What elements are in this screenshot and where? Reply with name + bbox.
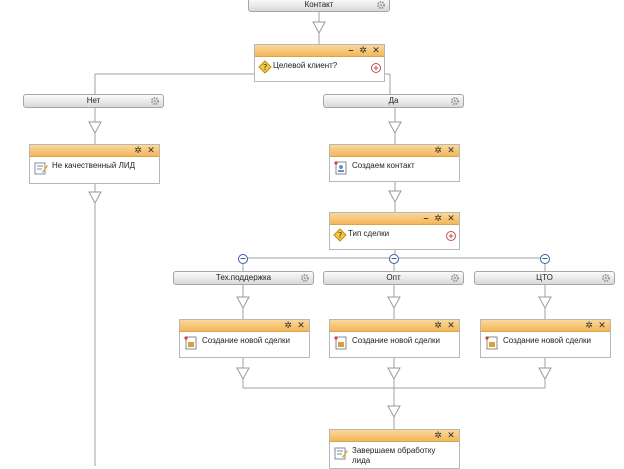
branch-no[interactable]: Нет: [23, 94, 164, 108]
gear-icon[interactable]: [450, 273, 460, 283]
block-header: ✲ ✕: [481, 320, 610, 332]
gear-icon[interactable]: ✲: [434, 320, 442, 330]
gear-icon[interactable]: [300, 273, 310, 283]
branch-yes[interactable]: Да: [323, 94, 464, 108]
action-label: Завершаем обработку лида: [352, 446, 436, 465]
gear-icon[interactable]: ✲: [434, 430, 442, 440]
gear-icon[interactable]: [450, 96, 460, 106]
action-new-deal-support[interactable]: ✲ ✕ Создание новой сделки: [179, 319, 310, 358]
close-icon[interactable]: ✕: [598, 320, 606, 330]
close-icon[interactable]: ✕: [297, 320, 305, 330]
add-branch-icon[interactable]: +: [446, 231, 456, 241]
gear-icon[interactable]: [376, 0, 386, 10]
close-icon[interactable]: ✕: [447, 320, 455, 330]
gear-icon[interactable]: [150, 96, 160, 106]
block-header: ✲ ✕: [330, 430, 459, 442]
close-icon[interactable]: ✕: [447, 213, 455, 223]
gear-icon[interactable]: ✲: [434, 213, 442, 223]
action-label: Создание новой сделки: [352, 336, 440, 345]
action-new-deal-cto[interactable]: ✲ ✕ Создание новой сделки: [480, 319, 611, 358]
gear-icon[interactable]: [601, 273, 611, 283]
branch-yes-label: Да: [388, 96, 399, 105]
remove-branch-icon[interactable]: –: [389, 254, 399, 264]
branch-cto[interactable]: ЦТО: [474, 271, 615, 285]
branch-contact-label: Контакт: [304, 0, 334, 9]
branch-label: ЦТО: [536, 273, 553, 282]
branch-label: Опт: [386, 273, 401, 282]
block-header: ✲ ✕: [180, 320, 309, 332]
condition-label: Целевой клиент?: [273, 61, 338, 70]
action-label: Создаем контакт: [352, 161, 415, 170]
close-icon[interactable]: ✕: [147, 145, 155, 155]
gear-icon[interactable]: ✲: [134, 145, 142, 155]
block-header: ✲ ✕: [330, 320, 459, 332]
condition-icon: ?: [258, 60, 272, 74]
branch-label: Тех.поддержка: [215, 273, 272, 282]
close-icon[interactable]: ✕: [372, 45, 380, 55]
action-bad-lead[interactable]: ✲ ✕ Не качественный ЛИД: [29, 144, 160, 184]
deal-icon: [334, 336, 347, 350]
branch-no-label: Нет: [86, 96, 101, 105]
condition-label: Тип сделки: [348, 229, 390, 238]
action-finish-lead[interactable]: ✲ ✕ Завершаем обработку лида: [329, 429, 460, 469]
branch-contact[interactable]: Контакт: [248, 0, 390, 12]
branch-wholesale[interactable]: Опт: [323, 271, 464, 285]
edit-icon: [34, 162, 48, 175]
edit-icon: [334, 447, 348, 460]
minimize-icon[interactable]: –: [423, 213, 429, 223]
close-icon[interactable]: ✕: [447, 145, 455, 155]
gear-icon[interactable]: ✲: [359, 45, 367, 55]
deal-icon: [184, 336, 197, 350]
action-label: Создание новой сделки: [503, 336, 591, 345]
block-header: – ✲ ✕: [255, 45, 384, 57]
action-new-deal-wholesale[interactable]: ✲ ✕ Создание новой сделки: [329, 319, 460, 358]
gear-icon[interactable]: ✲: [284, 320, 292, 330]
block-header: – ✲ ✕: [330, 213, 459, 225]
close-icon[interactable]: ✕: [447, 430, 455, 440]
condition-deal-type[interactable]: – ✲ ✕ ? Тип сделки +: [329, 212, 460, 250]
contact-card-icon: [334, 161, 347, 175]
block-header: ✲ ✕: [330, 145, 459, 157]
branch-tech-support[interactable]: Тех.поддержка: [173, 271, 314, 285]
gear-icon[interactable]: ✲: [434, 145, 442, 155]
deal-icon: [485, 336, 498, 350]
action-label: Создание новой сделки: [202, 336, 290, 345]
svg-text:?: ?: [338, 231, 342, 240]
gear-icon[interactable]: ✲: [585, 320, 593, 330]
minimize-icon[interactable]: –: [348, 45, 354, 55]
condition-target-client[interactable]: – ✲ ✕ ? Целевой клиент? +: [254, 44, 385, 82]
action-label: Не качественный ЛИД: [52, 161, 135, 170]
svg-text:?: ?: [263, 63, 267, 72]
condition-icon: ?: [333, 228, 347, 242]
remove-branch-icon[interactable]: –: [238, 254, 248, 264]
block-header: ✲ ✕: [30, 145, 159, 157]
remove-branch-icon[interactable]: –: [540, 254, 550, 264]
action-create-contact[interactable]: ✲ ✕ Создаем контакт: [329, 144, 460, 182]
add-branch-icon[interactable]: +: [371, 63, 381, 73]
